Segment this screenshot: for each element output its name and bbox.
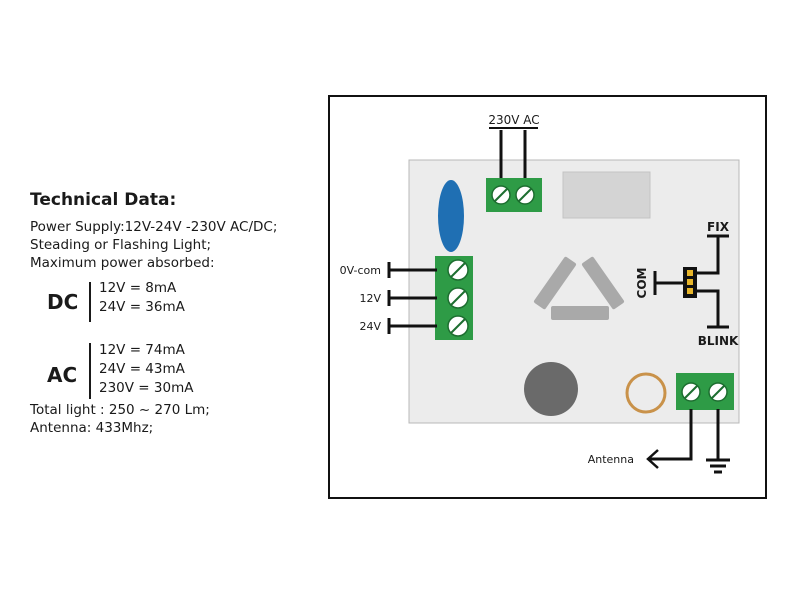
led-bar-bottom bbox=[551, 306, 609, 320]
ac-value-line: 230V = 30mA bbox=[99, 380, 194, 396]
ac-value-line: 12V = 74mA bbox=[99, 342, 185, 358]
light-mode-spec: Steading or Flashing Light; bbox=[30, 237, 212, 253]
diagram-frame bbox=[328, 95, 767, 499]
ac-label: AC bbox=[47, 363, 78, 387]
antenna-wire-arrow bbox=[646, 449, 659, 469]
ac-bracket bbox=[89, 343, 91, 399]
terminal-screw-slot bbox=[494, 188, 508, 202]
terminal-label-0v-com: 0V-com bbox=[340, 264, 381, 277]
jumper-blink-wire bbox=[696, 289, 720, 327]
mode-jumper: FIX BLINK COM bbox=[635, 220, 739, 348]
terminal-screw-slot bbox=[450, 262, 466, 278]
antenna-spec: Antenna: 433Mhz; bbox=[30, 420, 154, 436]
dc-bracket bbox=[89, 282, 91, 322]
jumper-fix-wire bbox=[696, 236, 720, 275]
ac-input-label: 230V AC bbox=[488, 113, 539, 127]
dc-value-line: 12V = 8mA bbox=[99, 280, 177, 296]
capacitor-component bbox=[438, 180, 464, 252]
ac-terminal-block: 230V AC bbox=[486, 113, 542, 212]
jumper-blink-label: BLINK bbox=[698, 334, 739, 348]
lv-terminal-block: 0V-com 12V 24V bbox=[340, 256, 473, 340]
terminal-screw-slot bbox=[450, 290, 466, 306]
terminal-screw-slot bbox=[450, 318, 466, 334]
antenna-coil bbox=[625, 372, 667, 414]
terminal-screw-slot bbox=[518, 188, 532, 202]
terminal-label-24v: 24V bbox=[359, 320, 381, 333]
jumper-pin bbox=[687, 279, 693, 285]
antenna-label: Antenna bbox=[588, 453, 634, 466]
jumper-fix-label: FIX bbox=[707, 220, 730, 234]
power-supply-spec: Power Supply:12V-24V -230V AC/DC; bbox=[30, 219, 278, 235]
total-light-spec: Total light : 250 ~ 270 Lm; bbox=[30, 402, 210, 418]
terminal-label-12v: 12V bbox=[359, 292, 381, 305]
led-bar-left bbox=[533, 256, 577, 310]
led-bar-right bbox=[581, 256, 625, 310]
technical-data-title: Technical Data: bbox=[30, 190, 177, 210]
max-power-spec: Maximum power absorbed: bbox=[30, 255, 215, 271]
antenna-terminal-block: Antenna bbox=[588, 373, 734, 474]
ac-value-line: 24V = 43mA bbox=[99, 361, 185, 377]
jumper-pin bbox=[687, 288, 693, 294]
led-triangle-component bbox=[533, 256, 625, 320]
buzzer-component bbox=[524, 362, 578, 416]
jumper-pin bbox=[687, 270, 693, 276]
dc-label: DC bbox=[47, 290, 79, 314]
relay-component bbox=[562, 171, 651, 219]
jumper-com-label: COM bbox=[635, 268, 649, 299]
terminal-screw-slot bbox=[711, 385, 725, 399]
dc-value-line: 24V = 36mA bbox=[99, 299, 185, 315]
antenna-wire bbox=[648, 409, 693, 461]
terminal-screw-slot bbox=[684, 385, 698, 399]
